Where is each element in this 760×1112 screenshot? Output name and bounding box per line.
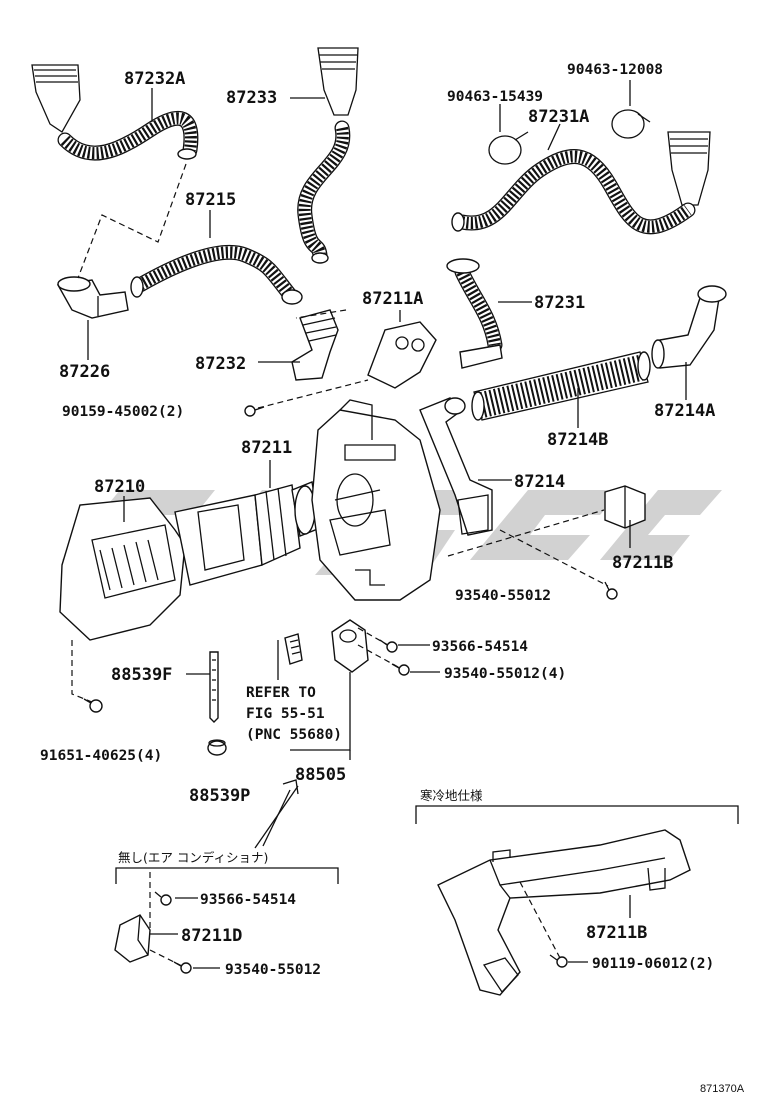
- elbow-87232: [291, 309, 339, 381]
- label-87231a: 87231A: [528, 107, 589, 127]
- hose-87232a: [31, 64, 199, 161]
- label-87211b-upper: 87211B: [612, 553, 673, 573]
- label-87211d: 87211D: [181, 926, 242, 946]
- hose-87215: [130, 244, 303, 305]
- dashed-lines: [71, 163, 609, 967]
- servo-88505: [331, 619, 369, 673]
- figure-id: 871370A: [700, 1083, 745, 1095]
- connector: [284, 633, 303, 665]
- label-91651-40625: 91651-40625(4): [40, 748, 162, 764]
- hose-87231a: [451, 109, 711, 235]
- note-no-aircon: 無し(エア コンディショナ): [118, 850, 268, 865]
- label-87214b: 87214B: [547, 430, 608, 450]
- hose-87231: [446, 258, 503, 369]
- part-labels: 87232A 87233 90463-12008 90463-15439 872…: [40, 62, 715, 978]
- label-87232: 87232: [195, 354, 246, 374]
- bolt-icons: [83, 405, 618, 974]
- hose-87214b: [471, 351, 651, 421]
- duct-87211b-upper: [604, 485, 646, 529]
- leader-lines: [87, 80, 687, 969]
- bracket-cold-spec: [415, 805, 739, 824]
- label-93540-55012-b: 93540-55012: [225, 962, 321, 978]
- label-87231: 87231: [534, 293, 585, 313]
- refer-line-1: REFER TO: [246, 685, 316, 701]
- label-87214: 87214: [514, 472, 565, 492]
- hose-87233: [297, 47, 359, 264]
- duct-87211d: [114, 914, 151, 963]
- label-87226: 87226: [59, 362, 110, 382]
- refer-line-3: (PNC 55680): [246, 727, 342, 743]
- label-90463-15439: 90463-15439: [447, 89, 543, 105]
- bolt-93566-a-icon: [379, 639, 398, 653]
- clip-88539f: [209, 651, 219, 723]
- label-88539f: 88539F: [111, 665, 172, 685]
- cap-88539p: [207, 739, 227, 756]
- label-87214a: 87214A: [654, 401, 715, 421]
- label-87233: 87233: [226, 88, 277, 108]
- bolt-93540-b-icon: [173, 961, 192, 974]
- duct-87211b-lower: [437, 829, 691, 996]
- label-87232a: 87232A: [124, 69, 185, 89]
- duct-87211a: [367, 321, 437, 389]
- label-90463-12008: 90463-12008: [567, 62, 663, 78]
- arrow-to-88505: [254, 779, 299, 849]
- label-88539p: 88539P: [189, 786, 250, 806]
- duct-87214: [419, 397, 493, 536]
- label-87210: 87210: [94, 477, 145, 497]
- label-90159-45002: 90159-45002(2): [62, 404, 184, 420]
- bolt-90159-icon: [244, 405, 265, 417]
- note-cold-spec: 寒冷地仕様: [420, 788, 483, 803]
- bolt-93540-a-icon: [604, 581, 618, 600]
- label-93566-54514-b: 93566-54514: [200, 892, 296, 908]
- bolt-93566-b-icon: [154, 891, 172, 906]
- label-87211b-lower: 87211B: [586, 923, 647, 943]
- refer-line-2: FIG 55-51: [246, 706, 325, 722]
- label-87211a: 87211A: [362, 289, 423, 309]
- bracket-no-aircon: [115, 867, 339, 884]
- label-87211: 87211: [241, 438, 292, 458]
- refer-note: REFER TO FIG 55-51 (PNC 55680): [246, 685, 342, 743]
- label-87215: 87215: [185, 190, 236, 210]
- label-90119-06012: 90119-06012(2): [592, 956, 714, 972]
- label-88505: 88505: [295, 765, 346, 785]
- elbow-87226: [56, 276, 129, 319]
- bolt-90119-icon: [549, 954, 568, 968]
- label-93540-55012-4: 93540-55012(4): [444, 666, 566, 682]
- blower-assembly: [59, 399, 441, 641]
- label-93566-54514-a: 93566-54514: [432, 639, 528, 655]
- elbow-87214a: [651, 285, 727, 369]
- bolt-91651-icon: [83, 698, 103, 713]
- label-93540-55012-a: 93540-55012: [455, 588, 551, 604]
